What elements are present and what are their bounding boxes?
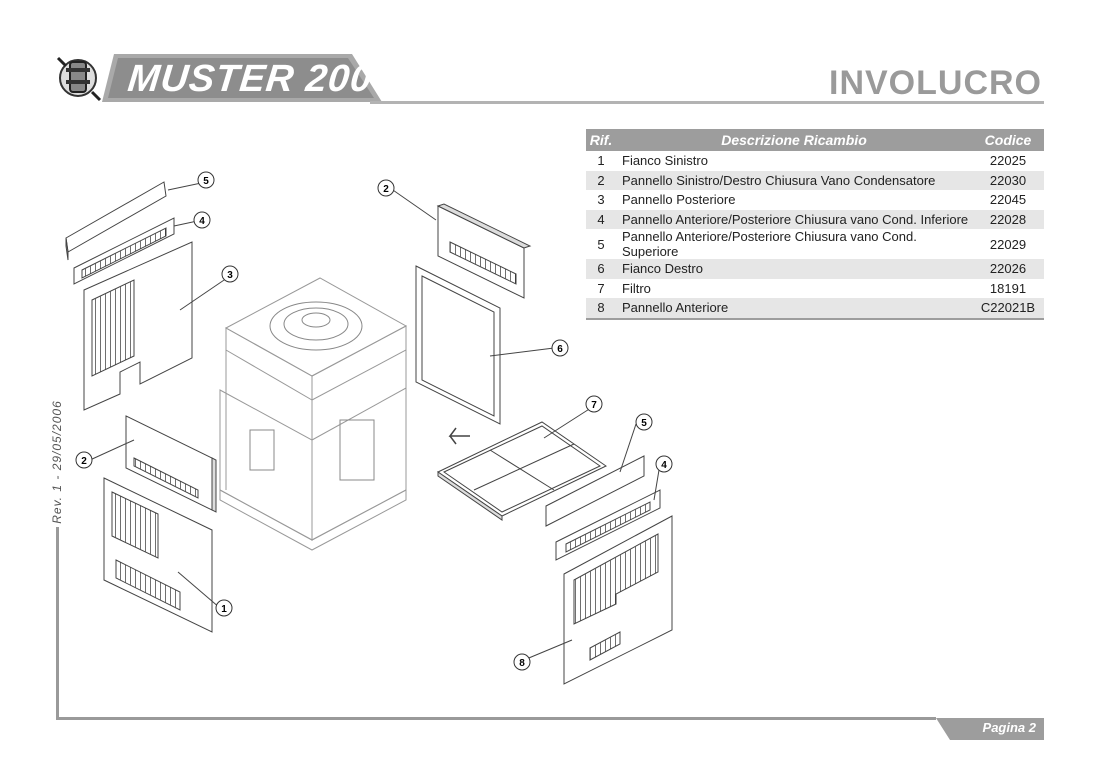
- callout-4-left: 4: [193, 211, 211, 229]
- table-row: 5 Pannello Anteriore/Posteriore Chiusura…: [586, 229, 1044, 259]
- condenser-panel-right: [436, 203, 532, 299]
- cell-description: Fianco Destro: [616, 259, 972, 279]
- cell-description: Pannello Anteriore: [616, 298, 972, 320]
- callout-label: 2: [383, 184, 389, 195]
- table-row: 2 Pannello Sinistro/Destro Chiusura Vano…: [586, 170, 1044, 190]
- cell-description: Pannello Posteriore: [622, 192, 736, 208]
- callout-5-left: 5: [197, 171, 215, 189]
- cell-code: 22025: [989, 153, 1027, 169]
- front-panel: [563, 515, 673, 685]
- page-tab: [936, 718, 1044, 740]
- callout-6: 6: [551, 339, 569, 357]
- bottom-frame-rule: [56, 717, 936, 720]
- filter-grid: [437, 421, 607, 521]
- cell-rif: 5: [597, 236, 605, 252]
- cell-rif: 8: [586, 298, 616, 320]
- callout-5-right: 5: [635, 413, 653, 431]
- direction-arrow-icon: [448, 427, 470, 445]
- cell-description: Pannello Anteriore/Posteriore Chiusura v…: [616, 209, 972, 229]
- callout-label: 4: [661, 460, 667, 471]
- condenser-panel-left: [125, 415, 217, 513]
- left-frame-rule: [56, 527, 59, 720]
- parts-table: Rif. Descrizione Ricambio Codice 1 Fianc…: [586, 129, 1044, 320]
- panel-lower-right: [555, 489, 661, 561]
- callout-label: 6: [557, 344, 563, 355]
- header-code: Codice: [972, 129, 1044, 151]
- main-unit: [219, 277, 408, 551]
- callout-4-right: 4: [655, 455, 673, 473]
- cell-rif: 3: [597, 192, 605, 208]
- cell-rif: 4: [586, 209, 616, 229]
- exploded-view-diagram: 5 4 3 2 6 7 5 4 2 1 8: [65, 171, 673, 685]
- cell-rif: 6: [586, 259, 616, 279]
- callout-label: 8: [519, 658, 525, 669]
- table-row: 6 Fianco Destro 22026: [586, 259, 1044, 279]
- compressor-logo-icon: [56, 56, 102, 102]
- cell-code: 22028: [972, 209, 1044, 229]
- section-title: INVOLUCRO: [829, 64, 1042, 102]
- right-side-panel: [415, 265, 501, 425]
- header-rule: [370, 101, 1044, 104]
- panel-upper-right: [545, 455, 645, 527]
- callout-2-right: 2: [377, 179, 395, 197]
- callout-label: 3: [227, 270, 233, 281]
- callout-2-left: 2: [75, 451, 93, 469]
- callout-label: 5: [203, 176, 209, 187]
- callout-label: 1: [221, 604, 227, 615]
- brand-banner: [56, 54, 382, 102]
- header-rif: Rif.: [586, 129, 616, 151]
- callout-label: 4: [199, 216, 205, 227]
- callout-label: 2: [81, 456, 87, 467]
- callout-8: 8: [513, 653, 531, 671]
- left-side-panel: [103, 477, 213, 633]
- table-row: 1 Fianco Sinistro 22025: [586, 151, 1044, 171]
- table-row: 4 Pannello Anteriore/Posteriore Chiusura…: [586, 209, 1044, 229]
- cell-rif: 2: [586, 170, 616, 190]
- panel-upper-left: [65, 181, 167, 261]
- cell-rif: 7: [597, 280, 605, 296]
- cell-code: 22045: [989, 192, 1027, 208]
- callout-label: 7: [591, 400, 597, 411]
- table-row: 3 Pannello Posteriore 22045: [586, 190, 1044, 210]
- header-description: Descrizione Ricambio: [616, 129, 972, 151]
- table-row: 8 Pannello Anteriore C22021B: [586, 298, 1044, 320]
- cell-description: Filtro: [622, 280, 651, 296]
- cell-code: 22026: [972, 259, 1044, 279]
- page-number: Pagina 2: [982, 720, 1036, 735]
- rear-panel: [83, 241, 193, 411]
- cell-description: Fianco Sinistro: [622, 153, 708, 169]
- table-row: 7 Filtro 18191: [586, 279, 1044, 299]
- cell-code: 22029: [989, 236, 1027, 252]
- callout-3: 3: [221, 265, 239, 283]
- cell-rif: 1: [597, 153, 605, 169]
- panel-lower-left: [73, 217, 175, 285]
- table-header-row: Rif. Descrizione Ricambio Codice: [586, 129, 1044, 151]
- cell-description: Pannello Sinistro/Destro Chiusura Vano C…: [616, 170, 972, 190]
- cell-code: 18191: [989, 280, 1027, 296]
- cell-code: C22021B: [972, 298, 1044, 320]
- cell-description: Pannello Anteriore/Posteriore Chiusura v…: [622, 229, 917, 259]
- brand-title: MUSTER 2000: [125, 58, 397, 100]
- cell-code: 22030: [972, 170, 1044, 190]
- callout-7: 7: [585, 395, 603, 413]
- callout-label: 5: [641, 418, 647, 429]
- callout-1: 1: [215, 599, 233, 617]
